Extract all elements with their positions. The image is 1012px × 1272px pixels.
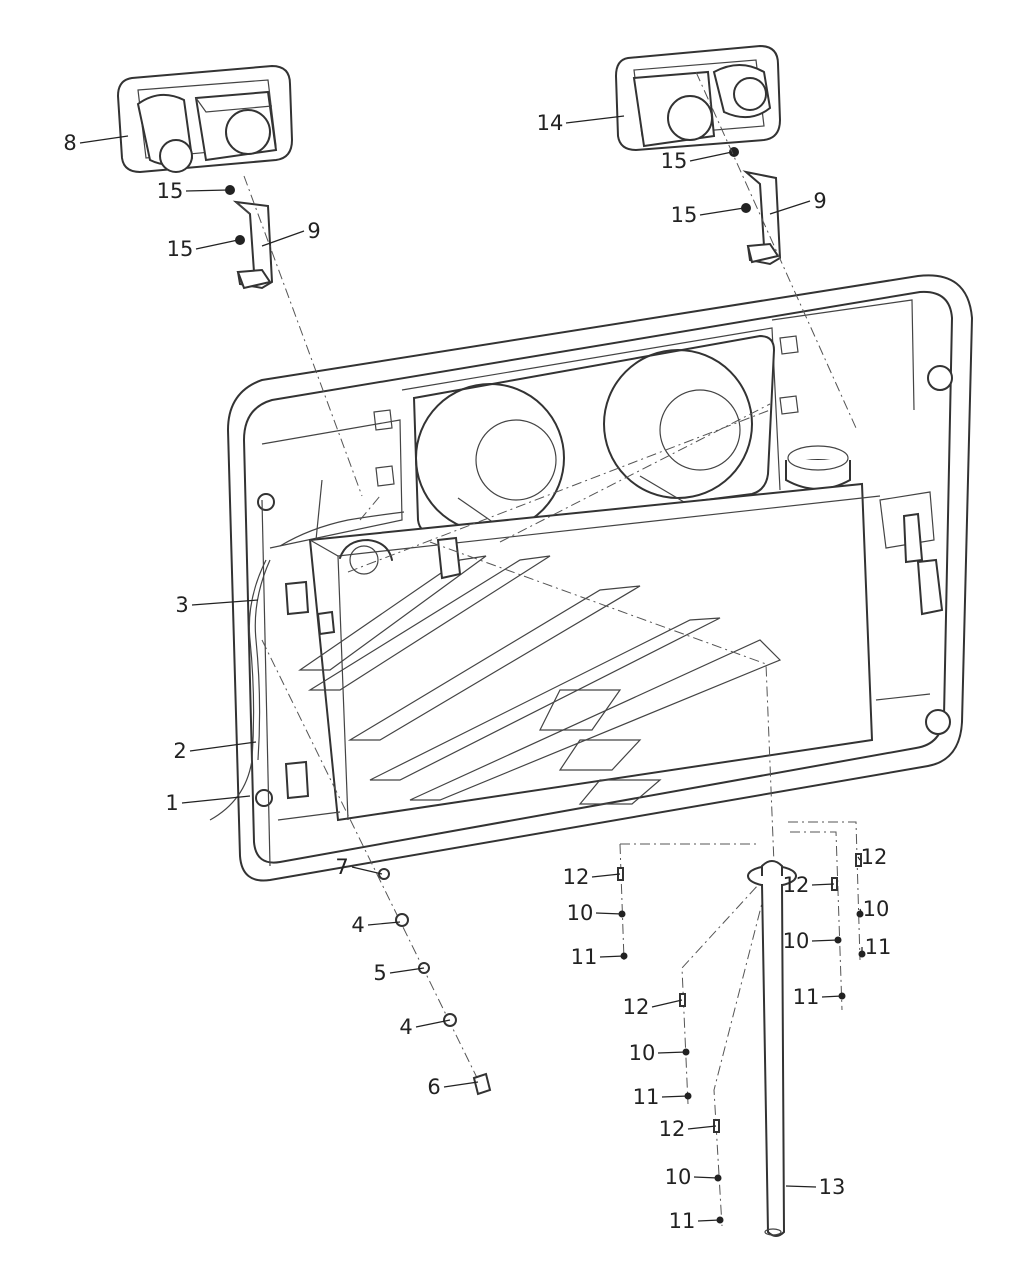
leader-line-8: [79, 135, 129, 144]
callout-label-12: 12: [623, 995, 650, 1019]
leader-line-12: [811, 883, 835, 886]
callout-label-12: 12: [861, 845, 888, 869]
screw-columns: [617, 853, 866, 1224]
leader-line-4: [415, 1019, 451, 1028]
callout-label-4: 4: [399, 1015, 412, 1039]
leader-line-15: [689, 151, 733, 162]
leader-line-11: [697, 1219, 721, 1222]
callout-label-12: 12: [563, 865, 590, 889]
instrument-panel: [209, 274, 974, 882]
callout-label-5: 5: [373, 961, 386, 985]
leader-line-1: [181, 795, 251, 804]
leader-line-9: [769, 200, 811, 215]
leader-line-12: [591, 873, 621, 878]
callout-label-11: 11: [865, 935, 892, 959]
callout-label-9: 9: [307, 219, 320, 243]
callout-label-10: 10: [665, 1165, 692, 1189]
nut-15-b: [235, 235, 245, 245]
callout-label-11: 11: [633, 1085, 660, 1109]
leader-line-15: [185, 189, 229, 192]
left-bracket: [232, 200, 274, 290]
leader-line-12: [651, 999, 683, 1008]
callout-label-11: 11: [571, 945, 598, 969]
leader-line-12: [857, 856, 861, 861]
fastener-chain: [378, 868, 492, 1096]
leader-line-10: [693, 1176, 719, 1179]
callout-label-12: 12: [783, 873, 810, 897]
leader-line-13: [785, 1185, 817, 1188]
callout-label-2: 2: [173, 739, 186, 763]
leader-line-9: [261, 230, 305, 247]
leader-line-7: [351, 866, 383, 875]
leader-line-15: [699, 207, 745, 216]
nut-15-d: [741, 203, 751, 213]
left-lamp-assembly: [116, 64, 294, 174]
leader-line-12: [687, 1125, 717, 1130]
leader-line-11: [821, 995, 843, 998]
callout-label-14: 14: [537, 111, 564, 135]
callout-label-7: 7: [335, 855, 348, 879]
callout-label-8: 8: [63, 131, 76, 155]
callout-label-15: 15: [661, 149, 688, 173]
callout-label-12: 12: [659, 1117, 686, 1141]
callout-label-15: 15: [671, 203, 698, 227]
leader-line-5: [389, 967, 425, 974]
right-bracket: [742, 170, 782, 266]
callout-label-11: 11: [793, 985, 820, 1009]
callout-label-15: 15: [167, 237, 194, 261]
leader-line-14: [565, 115, 625, 124]
leader-line-10: [811, 939, 839, 942]
leader-line-2: [189, 741, 257, 752]
leader-line-3: [191, 599, 259, 606]
nut-15-a: [225, 185, 235, 195]
support-pole: [747, 860, 797, 1237]
right-lamp-assembly: [614, 44, 782, 152]
callout-label-15: 15: [157, 179, 184, 203]
leader-line-11: [599, 955, 625, 958]
leader-line-4: [367, 921, 401, 926]
callout-label-10: 10: [783, 929, 810, 953]
leader-line-6: [443, 1081, 479, 1088]
callout-label-1: 1: [165, 791, 178, 815]
callout-label-9: 9: [813, 189, 826, 213]
leader-line-10: [595, 912, 623, 915]
nut-15-c: [729, 147, 739, 157]
callout-label-6: 6: [427, 1075, 440, 1099]
leader-line-10: [657, 1051, 687, 1054]
callout-label-10: 10: [863, 897, 890, 921]
leader-line-11: [661, 1095, 689, 1098]
callout-label-4: 4: [351, 913, 364, 937]
callout-label-10: 10: [629, 1041, 656, 1065]
callout-label-10: 10: [567, 901, 594, 925]
callout-label-13: 13: [819, 1175, 846, 1199]
leader-line-10: [859, 908, 863, 915]
leader-line-15: [195, 239, 239, 250]
callout-label-3: 3: [175, 593, 188, 617]
callout-label-11: 11: [669, 1209, 696, 1233]
assembly-lines: [243, 71, 861, 1227]
